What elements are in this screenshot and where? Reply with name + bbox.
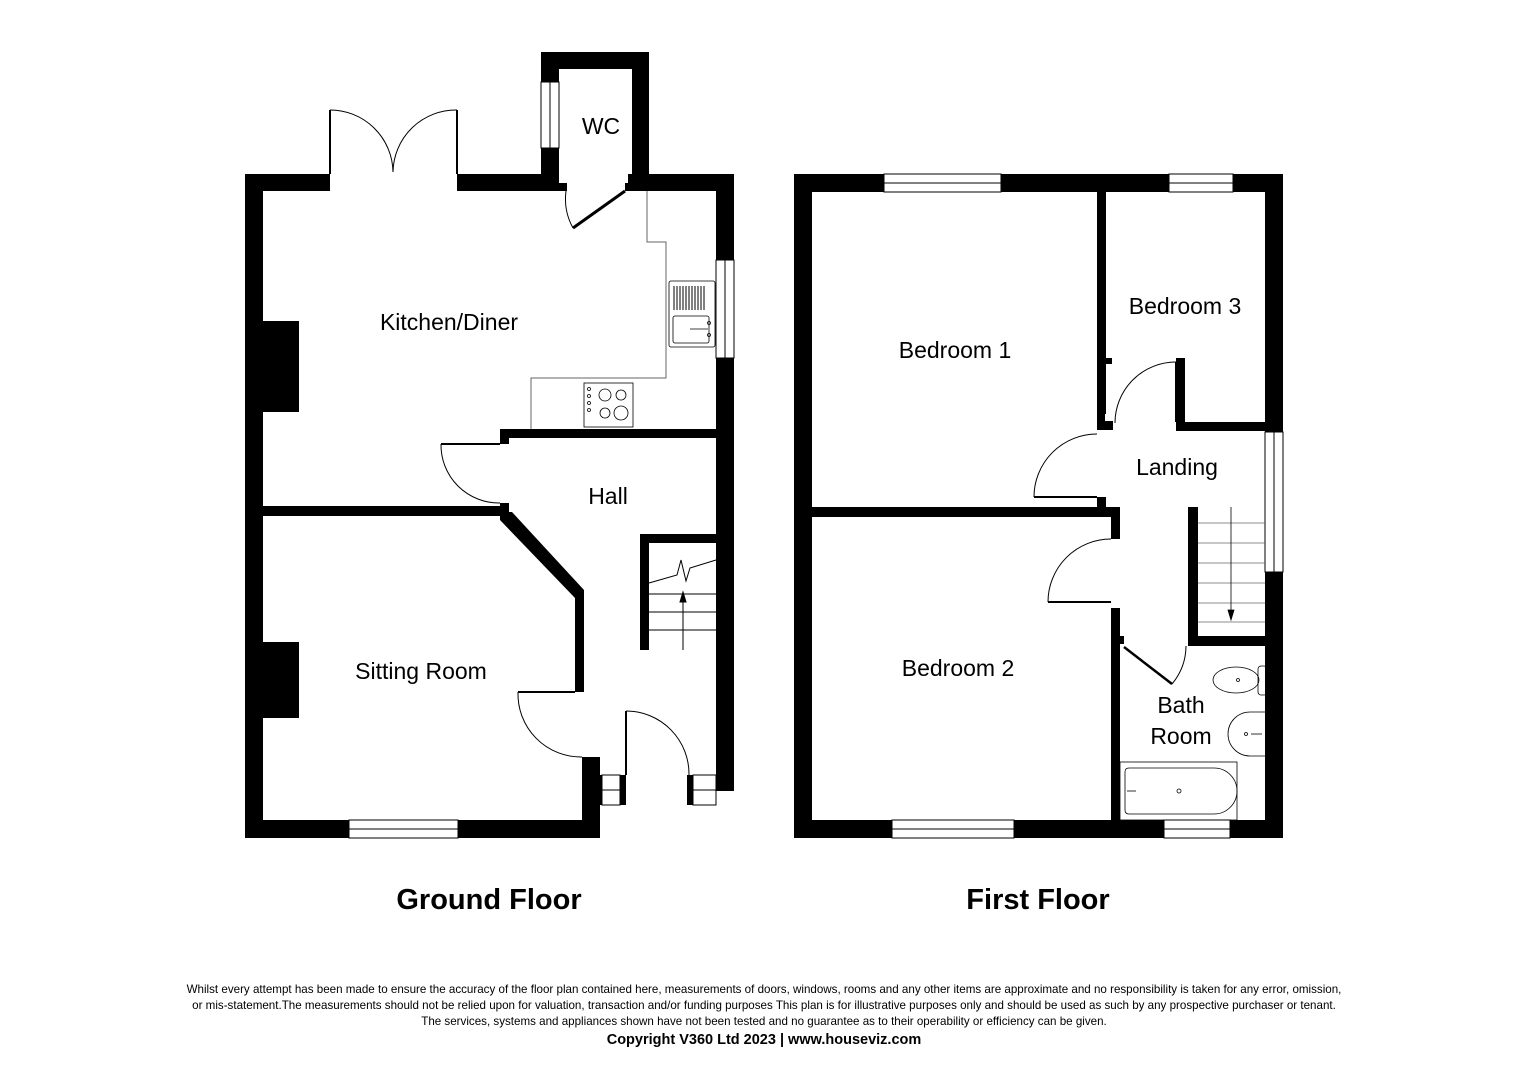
ground-floor-plan: WC Kitchen/Diner Hall Sitting Room bbox=[245, 52, 735, 839]
basin-icon bbox=[1227, 711, 1265, 757]
first-floor-doors bbox=[1033, 361, 1187, 685]
room-label-wc: WC bbox=[582, 113, 620, 139]
room-label-landing: Landing bbox=[1136, 454, 1218, 480]
ground-floor-walls bbox=[245, 52, 734, 838]
room-label-kitchen-diner: Kitchen/Diner bbox=[380, 309, 518, 335]
room-label-bedroom-3: Bedroom 3 bbox=[1129, 293, 1242, 319]
ground-floor-title: Ground Floor bbox=[396, 884, 582, 916]
sink-icon bbox=[668, 280, 716, 348]
disclaimer-line-2: or mis-statement.The measurements should… bbox=[192, 999, 1336, 1012]
bath-icon bbox=[1119, 761, 1238, 821]
first-floor-walls bbox=[794, 174, 1283, 838]
first-floor-plan: Bedroom 1 Bedroom 3 Landing Bedroom 2 Ba… bbox=[794, 173, 1284, 839]
room-label-bath-line1: Bath bbox=[1157, 692, 1204, 718]
room-label-bedroom-2: Bedroom 2 bbox=[902, 655, 1015, 681]
disclaimer-line-1: Whilst every attempt has been made to en… bbox=[186, 983, 1342, 996]
first-floor-staircase-icon bbox=[1198, 507, 1265, 623]
disclaimer-line-3: The services, systems and appliances sho… bbox=[421, 1015, 1107, 1028]
room-label-sitting-room: Sitting Room bbox=[355, 658, 487, 684]
copyright-notice: Copyright V360 Ltd 2023 | www.houseviz.c… bbox=[606, 1032, 922, 1048]
room-label-bath-line2: Room bbox=[1150, 723, 1211, 749]
disclaimer: Whilst every attempt has been made to en… bbox=[64, 982, 1464, 1050]
room-label-hall: Hall bbox=[588, 483, 628, 509]
first-floor-windows bbox=[883, 173, 1284, 839]
ground-floor-staircase-icon bbox=[648, 559, 717, 650]
kitchen-worktop bbox=[530, 191, 667, 429]
room-label-bedroom-1: Bedroom 1 bbox=[899, 337, 1012, 363]
ground-floor-doors bbox=[329, 109, 690, 776]
hob-icon bbox=[583, 382, 634, 428]
first-floor-title: First Floor bbox=[966, 884, 1110, 916]
ground-floor-windows bbox=[348, 81, 735, 839]
toilet-icon bbox=[1212, 665, 1268, 696]
